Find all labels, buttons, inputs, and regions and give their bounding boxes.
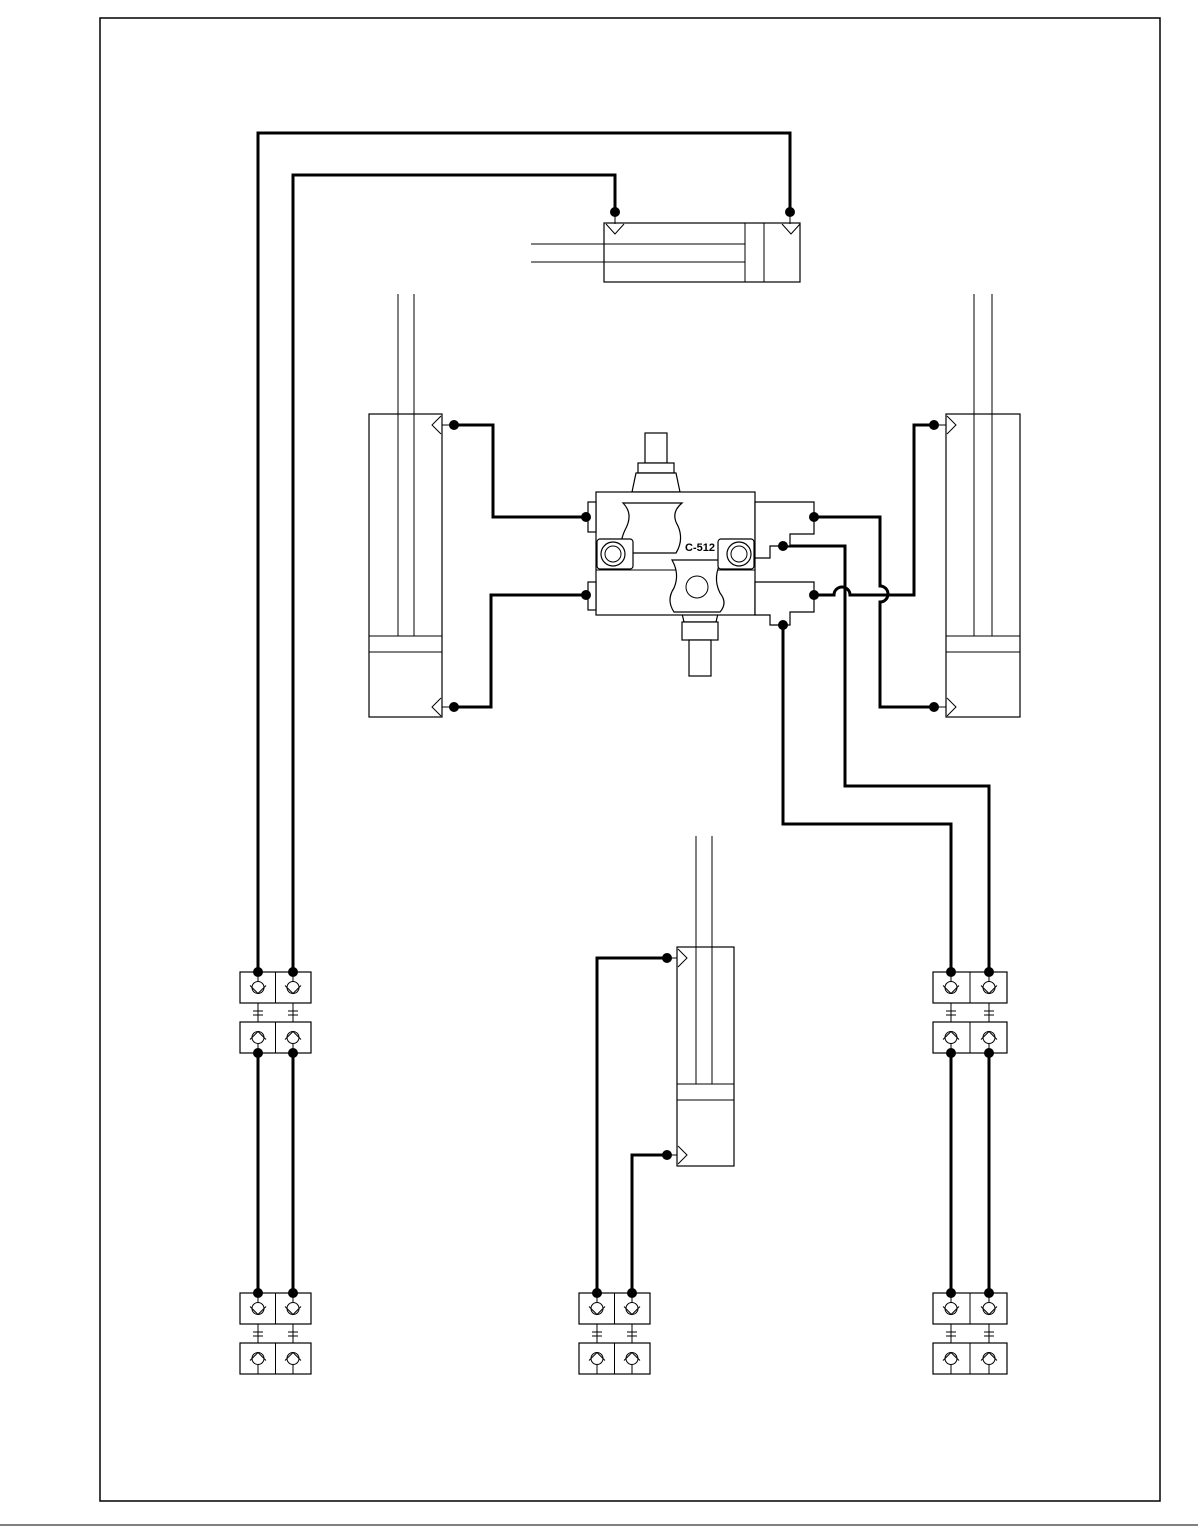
coupler-port-dot	[253, 1288, 263, 1298]
bottom-center-cylinder	[662, 836, 734, 1166]
hose-left-cylinder-bottom-port	[454, 595, 586, 707]
coupler-port-dot	[984, 967, 994, 977]
coupler-port-dot	[946, 1288, 956, 1298]
right-lower-coupler-pair	[933, 1288, 1007, 1374]
coupler-port-dot	[592, 1288, 602, 1298]
coupler-port-dot	[627, 1288, 637, 1298]
valve-upper-stem	[645, 433, 667, 463]
right-vertical-cylinder	[929, 294, 1020, 717]
quick-couplers	[240, 967, 1007, 1374]
right-upper-coupler-pair	[933, 967, 1007, 1058]
coupler-port-dot	[288, 967, 298, 977]
top-horizontal-cylinder	[531, 207, 800, 282]
hose-center-cylinder-bottom	[632, 1155, 667, 1293]
coupler-port-dot	[946, 967, 956, 977]
hose-lines	[258, 133, 989, 1293]
left-vertical-cylinder	[369, 294, 459, 717]
hose-left-cylinder-top-port	[454, 425, 586, 517]
hose-left-inner-to-top-cylinder-front	[293, 175, 615, 972]
coupler-port-dot	[253, 1048, 263, 1058]
coupler-port-dot	[288, 1048, 298, 1058]
valve-manifold-bottom	[755, 582, 814, 625]
coupler-port-dot	[984, 1048, 994, 1058]
center-coupler-pair	[579, 1288, 650, 1374]
coupler-port-dot	[253, 967, 263, 977]
coupler-port-dot	[288, 1288, 298, 1298]
hose-valve-to-right-cylinder-top	[814, 425, 934, 595]
valve-lower-stem	[689, 640, 711, 676]
left-lower-coupler-pair	[240, 1288, 311, 1374]
valve-label: C-512	[685, 542, 715, 554]
coupler-port-dot	[946, 1048, 956, 1058]
hose-valve-to-right-inner-coupler	[783, 625, 951, 972]
coupler-port-dot	[984, 1288, 994, 1298]
left-upper-coupler-pair	[240, 967, 311, 1058]
valve-spool-lower	[670, 560, 724, 612]
